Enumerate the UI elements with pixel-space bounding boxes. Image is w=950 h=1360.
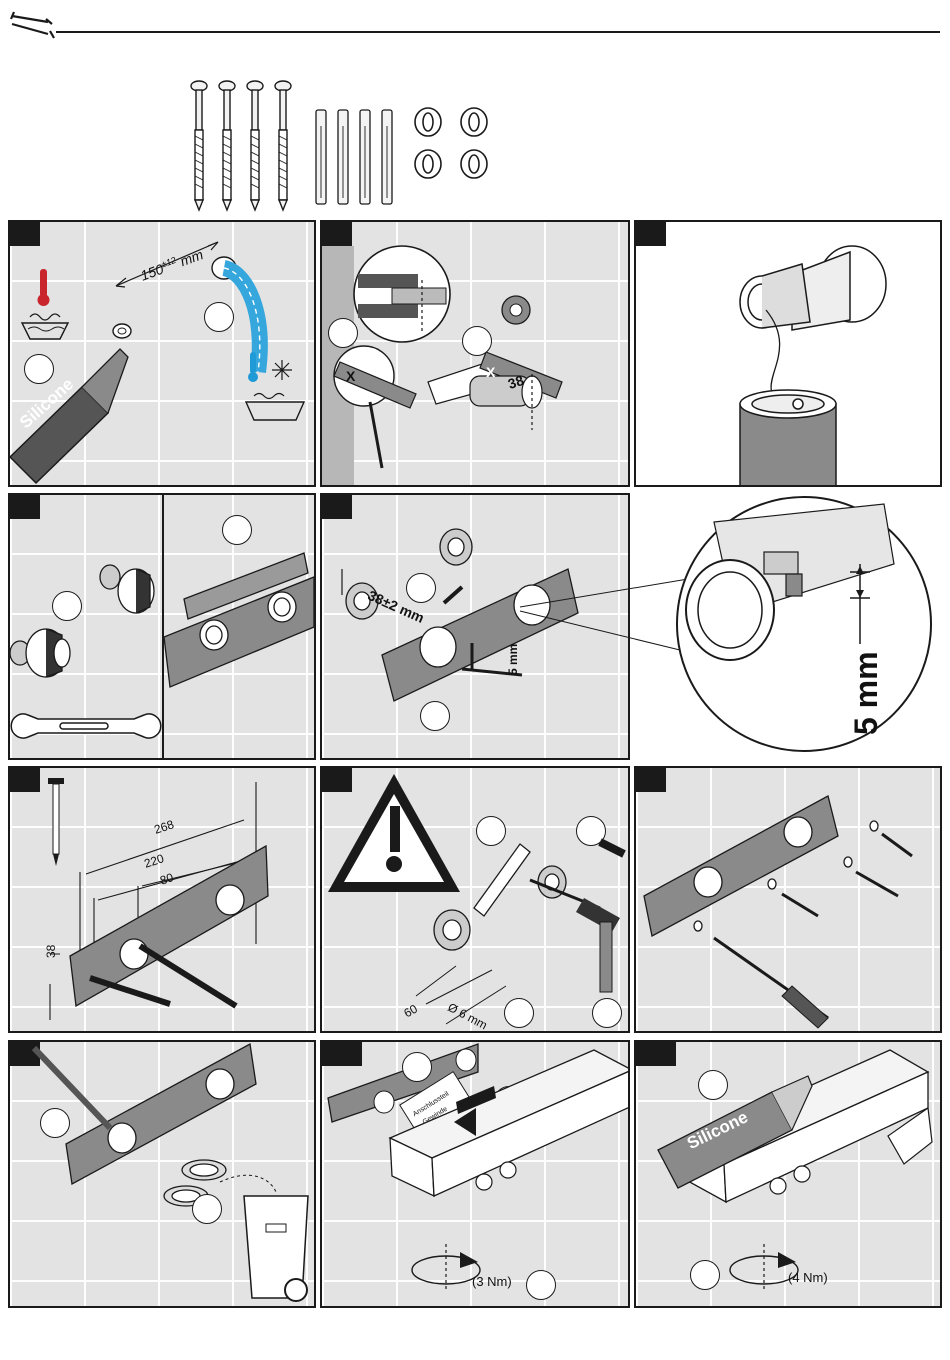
step-callout-circle <box>462 326 492 356</box>
step-3-panel <box>634 220 942 487</box>
step-callout-circle <box>204 302 234 332</box>
silicone-tube <box>10 317 140 477</box>
step-marker <box>636 222 666 246</box>
mounting-plate <box>70 846 290 1016</box>
wrench-icon <box>8 10 56 40</box>
torque-rotation <box>406 1242 496 1302</box>
mark-x-left: X <box>346 368 355 384</box>
mark-x-right: X <box>486 364 495 380</box>
step-marker <box>636 1042 676 1066</box>
warning-triangle-icon <box>324 770 464 900</box>
step-marker <box>636 768 666 792</box>
screws-illustration <box>185 78 305 213</box>
step-marker <box>10 495 40 519</box>
zoom-gap-label: 5 mm <box>848 651 885 735</box>
spirit-level-mounting <box>164 527 314 677</box>
step-callout-circle <box>690 1260 720 1290</box>
cutting-measure-left <box>330 342 420 472</box>
thermometer-cold-icon <box>242 350 312 430</box>
washers-illustration <box>412 106 492 186</box>
step-callout-circle <box>420 701 450 731</box>
mounting-plate-screwing <box>642 796 932 1033</box>
step-1-panel: Silicone 150±12 mm <box>8 220 316 487</box>
mixer-arrow <box>454 1108 476 1136</box>
step-11-panel: Anschlussteil Gewinde (3 Nm) <box>320 1040 630 1308</box>
step-12-panel: Silicone (4 Nm) <box>634 1040 942 1308</box>
step-callout-circle <box>698 1070 728 1100</box>
step-marker <box>10 222 40 246</box>
step-callout-circle <box>192 1194 222 1224</box>
step-4-panel <box>8 493 316 760</box>
step-callout-circle <box>406 573 436 603</box>
step-marker <box>322 222 352 246</box>
step-callout-circle <box>504 998 534 1028</box>
step-marker <box>322 495 352 519</box>
seals-to-bin <box>150 1148 316 1298</box>
spanner-icon <box>14 709 159 743</box>
step-2-panel: X X 38 <box>320 220 630 487</box>
torque-label: (3 Nm) <box>472 1274 512 1289</box>
step-callout-circle <box>526 1270 556 1300</box>
fitting-with-plug <box>732 234 922 484</box>
step-callout-circle <box>40 1108 70 1138</box>
step-9-panel <box>8 1040 316 1308</box>
step-callout-circle <box>592 998 622 1028</box>
step-8-panel <box>634 766 942 1033</box>
header <box>0 0 950 60</box>
header-rule <box>56 31 940 33</box>
fittings-with-seals <box>10 557 160 687</box>
zoom-detail-circle <box>674 494 934 754</box>
dimension-38: 38 <box>44 945 58 958</box>
fitting-and-saw <box>428 292 578 432</box>
step-6-panel: 268 220 80 38 <box>8 766 316 1033</box>
dowels-illustration <box>310 106 400 211</box>
torque-label: (4 Nm) <box>788 1270 828 1285</box>
thermostat-body <box>374 1046 630 1206</box>
step-7-panel: 60 Ø 6 mm <box>320 766 630 1033</box>
